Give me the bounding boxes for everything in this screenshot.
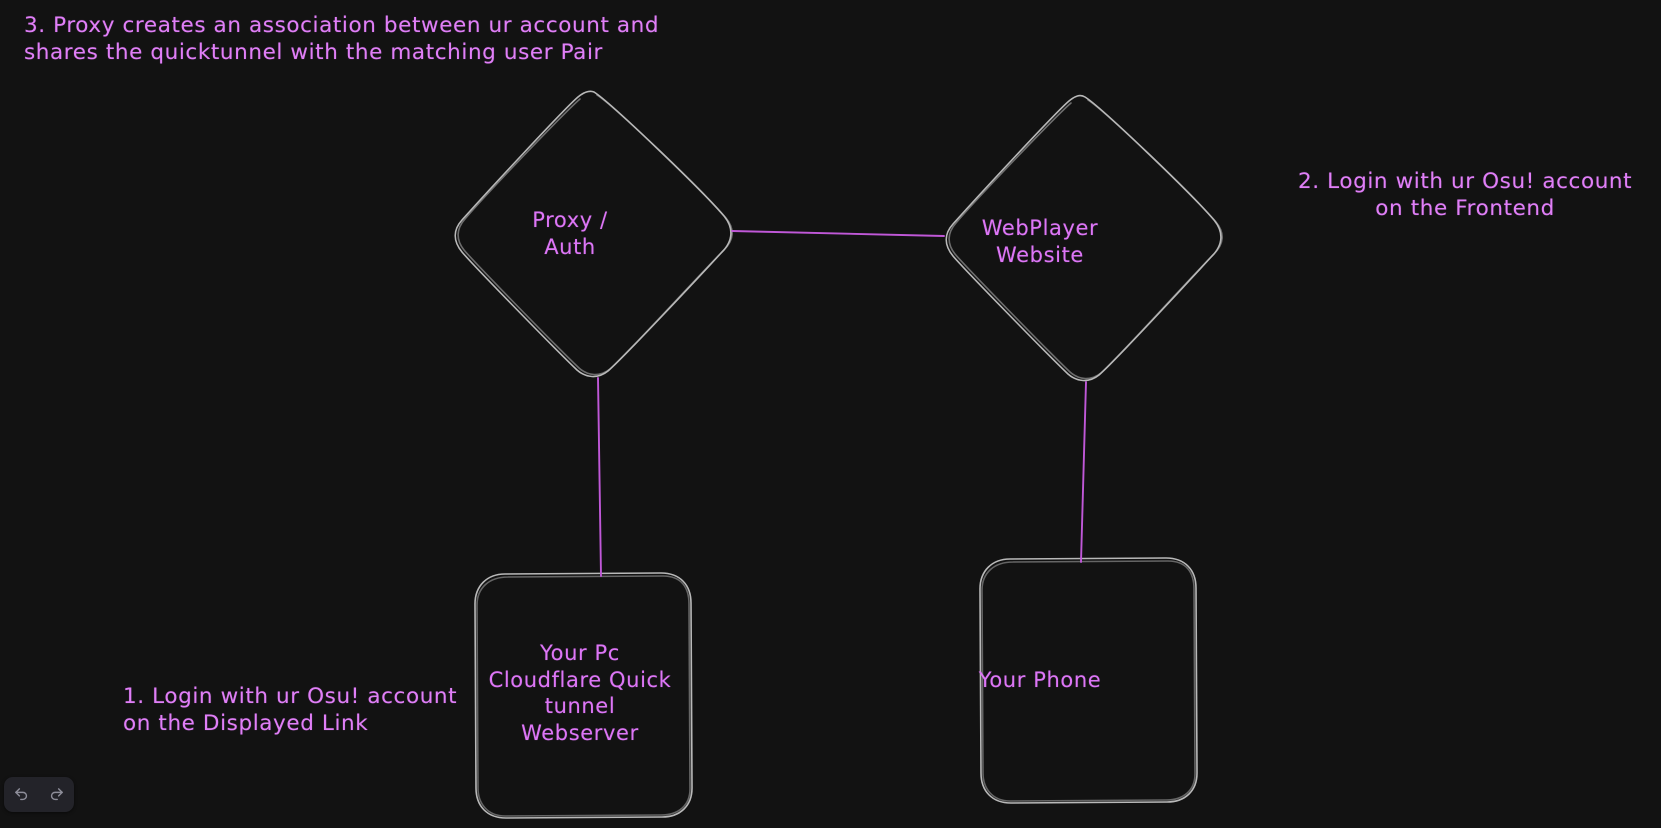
shape-rect-your-phone <box>979 557 1198 804</box>
undo-button[interactable] <box>8 781 36 808</box>
redo-arrow-icon <box>48 786 65 803</box>
edge-proxy-to-your-pc <box>597 377 602 577</box>
undo-redo-toolbar <box>4 777 74 812</box>
shape-rect-your-pc <box>474 572 693 819</box>
shape-diamond-proxy-auth <box>454 90 733 378</box>
redo-button[interactable] <box>43 781 71 808</box>
edge-webplayer-to-your-phone <box>1080 381 1087 563</box>
edge-proxy-to-webplayer <box>731 230 945 237</box>
shape-diamond-webplayer-website <box>945 94 1223 382</box>
undo-arrow-icon <box>13 786 30 803</box>
